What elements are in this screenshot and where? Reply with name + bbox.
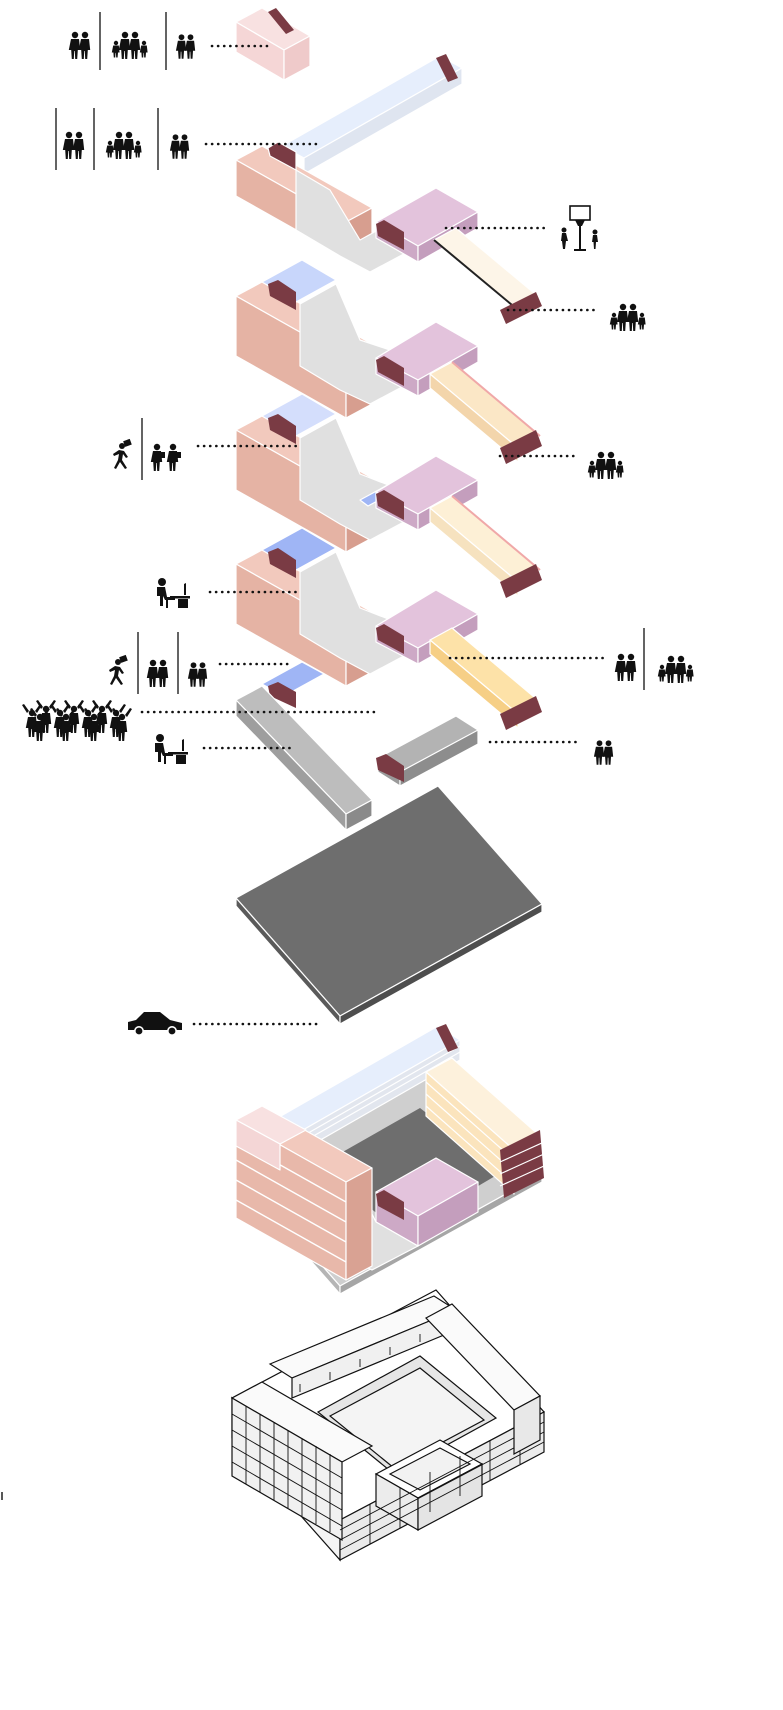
family-icon xyxy=(588,452,624,479)
couple-icon xyxy=(69,32,90,59)
legend-row-parking xyxy=(128,1012,182,1036)
elderly-couple-icon xyxy=(170,134,189,158)
layer-assembled-massing xyxy=(236,1024,544,1294)
legend-row-floor-3-right xyxy=(588,452,624,479)
family-icon xyxy=(112,32,148,59)
family-icon xyxy=(610,304,646,331)
elderly-couple-icon xyxy=(188,662,207,686)
elderly-couple-icon xyxy=(176,34,195,58)
couple-icon xyxy=(63,132,84,159)
elderly-couple-icon xyxy=(594,740,613,764)
office-worker-icon xyxy=(155,734,188,764)
legend-row-floor-1-crowd xyxy=(22,700,132,741)
couple-icon xyxy=(615,654,636,681)
legend-row-floor-1-left xyxy=(109,632,207,694)
legend-row-floor-2-office xyxy=(157,578,190,608)
crowd-icon xyxy=(22,700,132,741)
legend-row-roof xyxy=(69,12,195,70)
family-icon xyxy=(658,656,694,683)
legend-row-floor-1-right xyxy=(615,628,694,690)
layer-roof-attic xyxy=(236,8,310,80)
office-worker-icon xyxy=(157,578,190,608)
layer-building-axonometric xyxy=(232,1290,544,1560)
family-icon xyxy=(106,132,142,159)
legend-row-floor-5 xyxy=(56,108,189,170)
basketball-hoop-icon xyxy=(561,206,598,251)
legend-row-floor-1-elderly xyxy=(594,740,613,764)
legend-row-floor-1-office xyxy=(155,734,188,764)
layer-underground-parking xyxy=(236,786,542,1024)
runner-icon xyxy=(113,439,132,469)
couple-icon xyxy=(147,660,168,687)
legend-row-floor-4-sport xyxy=(561,206,598,251)
legend-row-floor-3-left xyxy=(113,418,181,480)
car-icon xyxy=(128,1012,182,1036)
runner-icon xyxy=(109,655,128,685)
pupils-icon xyxy=(151,444,181,471)
legend-row-floor-4-family xyxy=(610,304,646,331)
